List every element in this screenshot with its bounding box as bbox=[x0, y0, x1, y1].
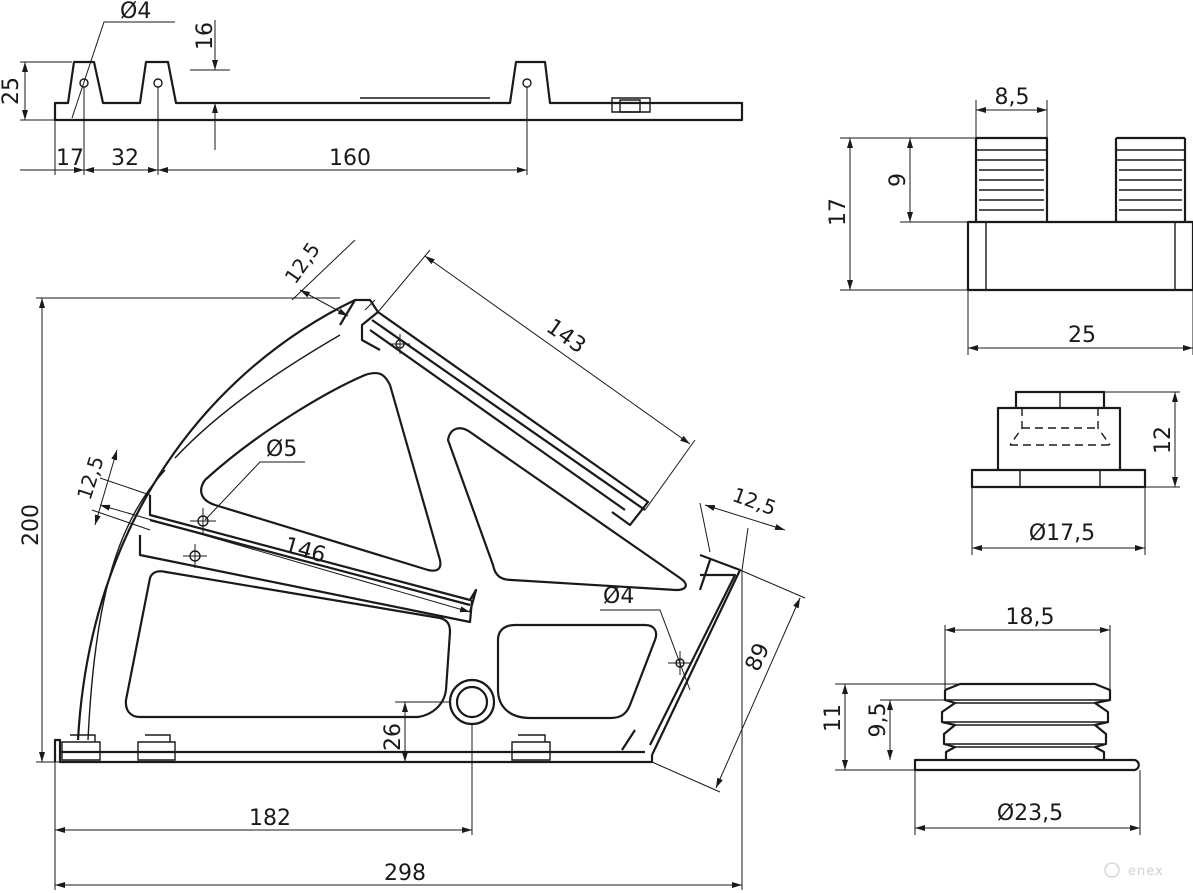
main-cutout-right-triangle bbox=[446, 427, 687, 592]
main-ext-125-right bbox=[699, 502, 749, 571]
plug-view: 18,5 11 9,5 Ø23,5 bbox=[821, 605, 1141, 835]
top-view-profile bbox=[53, 60, 744, 122]
dim-line-89 bbox=[715, 597, 801, 789]
cap-base bbox=[970, 468, 1147, 489]
top-label-32: 32 bbox=[111, 146, 139, 171]
dim-line-125-top bbox=[299, 289, 349, 317]
top-label-17: 17 bbox=[56, 146, 84, 171]
foot-peg-right bbox=[1114, 136, 1187, 222]
main-base-plate bbox=[53, 738, 654, 764]
top-hole-2 bbox=[153, 78, 163, 88]
cap-base-ticks bbox=[1019, 470, 1101, 487]
watermark-logo-icon bbox=[1104, 862, 1120, 878]
main-right-arm bbox=[649, 553, 742, 756]
top-ext-lines bbox=[20, 61, 528, 175]
main-base-clip-left bbox=[61, 734, 101, 761]
dim-line-125-right bbox=[704, 504, 786, 531]
watermark-text: enex bbox=[1128, 864, 1164, 879]
main-ext-89 bbox=[651, 569, 806, 793]
main-base-clip-middle bbox=[137, 734, 176, 761]
main-cutout-lower-right bbox=[496, 623, 658, 720]
top-label-160: 160 bbox=[329, 146, 371, 171]
main-label-143: 143 bbox=[541, 314, 590, 359]
plug-label-11: 11 bbox=[821, 704, 846, 732]
foot-peg-left bbox=[974, 136, 1049, 222]
main-ext-143 bbox=[377, 249, 696, 511]
main-label-d4: Ø4 bbox=[603, 584, 634, 609]
plug-flange bbox=[913, 758, 1140, 772]
dim-leader-d4 bbox=[71, 21, 175, 119]
main-hub-inner bbox=[455, 685, 489, 719]
plug-label-d235: Ø23,5 bbox=[997, 801, 1063, 826]
cap-hidden-lines bbox=[1009, 408, 1111, 446]
foot-view: 8,5 9 17 25 bbox=[826, 85, 1193, 355]
main-cutout-top-triangle bbox=[200, 371, 442, 572]
top-label-d4: Ø4 bbox=[120, 0, 151, 24]
main-sloped-arm bbox=[369, 311, 650, 527]
main-slot-bottom bbox=[621, 729, 636, 751]
dim-line-125-left bbox=[94, 449, 118, 526]
main-hole-top bbox=[390, 334, 410, 354]
main-label-125-top: 12,5 bbox=[280, 238, 325, 288]
top-view: Ø4 16 25 17 32 160 bbox=[0, 0, 744, 175]
main-cutout-lower-left bbox=[124, 570, 452, 719]
main-outer-arc bbox=[76, 299, 356, 741]
main-view: 200 182 298 26 143 12,5 146 12,5 Ø5 12,5 bbox=[19, 238, 806, 890]
main-base-clip-right bbox=[511, 734, 551, 761]
foot-label-85: 8,5 bbox=[995, 85, 1030, 110]
watermark: enex bbox=[1104, 862, 1164, 879]
plug-ext-lines bbox=[835, 625, 1141, 835]
main-label-298: 298 bbox=[384, 861, 426, 886]
main-leader-d4 bbox=[600, 609, 691, 691]
main-top-clip bbox=[339, 298, 381, 351]
foot-label-17: 17 bbox=[826, 198, 851, 226]
top-label-16: 16 bbox=[193, 22, 218, 50]
plug-label-95: 9,5 bbox=[866, 703, 891, 738]
main-label-d5: Ø5 bbox=[266, 437, 297, 462]
cap-ext-lines bbox=[971, 391, 1180, 555]
cap-view: 12 Ø17,5 bbox=[970, 390, 1180, 555]
foot-label-25: 25 bbox=[1068, 323, 1096, 348]
top-view-clip bbox=[619, 99, 641, 113]
main-label-182: 182 bbox=[249, 806, 291, 831]
top-hole-3 bbox=[522, 78, 532, 88]
main-label-89: 89 bbox=[741, 639, 775, 675]
main-ext-200 bbox=[36, 297, 340, 763]
main-leader-d5 bbox=[204, 461, 305, 521]
foot-base-inner bbox=[985, 222, 1176, 290]
cap-label-12: 12 bbox=[1151, 426, 1176, 454]
top-label-25: 25 bbox=[0, 77, 24, 105]
main-label-26: 26 bbox=[381, 723, 406, 751]
foot-base bbox=[966, 220, 1193, 292]
cap-label-d175: Ø17,5 bbox=[1029, 521, 1095, 546]
top-view-inner-step bbox=[360, 97, 651, 113]
foot-label-9: 9 bbox=[886, 173, 911, 187]
plug-label-185: 18,5 bbox=[1006, 605, 1055, 630]
main-label-200: 200 bbox=[19, 504, 44, 546]
plug-ribs bbox=[942, 699, 1110, 748]
dim-line-143 bbox=[424, 255, 691, 445]
dim-line-146 bbox=[99, 504, 471, 613]
cap-body bbox=[996, 406, 1122, 470]
main-label-125-left: 12,5 bbox=[72, 453, 109, 503]
